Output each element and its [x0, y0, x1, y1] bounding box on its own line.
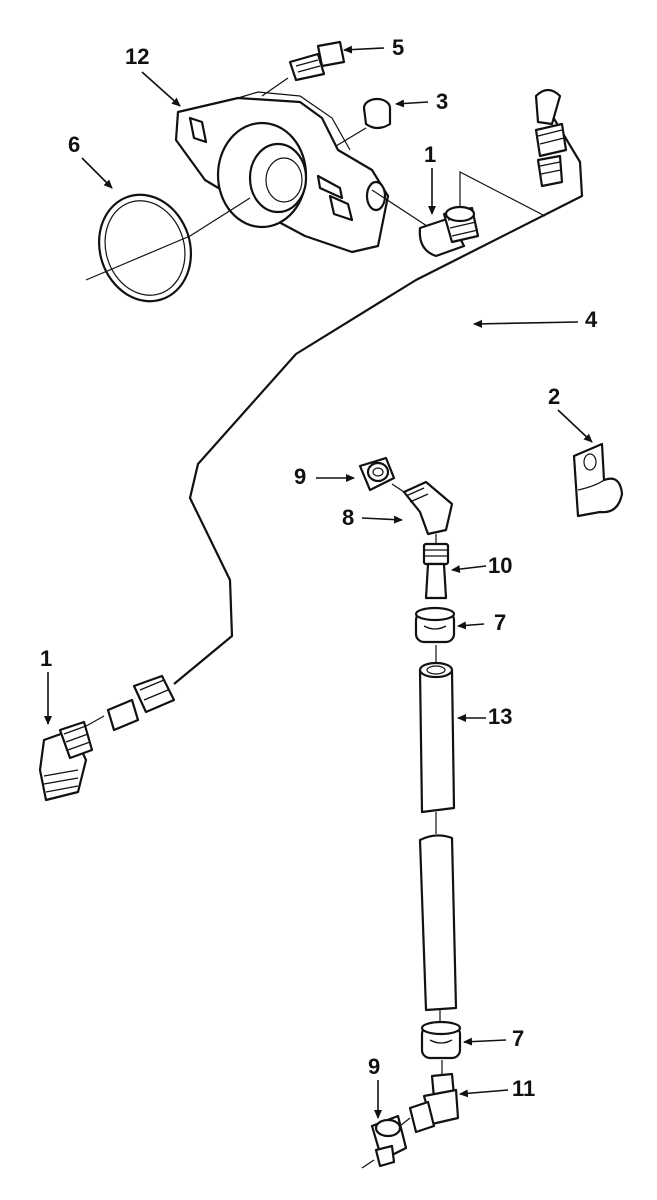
leader-7-upper: [457, 621, 485, 630]
callout-6: 6: [68, 132, 81, 157]
hose-clamp-part-7-upper: [414, 606, 456, 644]
clamp-part-2: [572, 442, 624, 518]
fuel-line-tube-part-4: [71, 88, 593, 735]
callout-11: 11: [512, 1076, 536, 1101]
callout-9-upper: 9: [294, 464, 307, 489]
hose-part-13-lower: [418, 834, 458, 1024]
leader-4: [473, 319, 579, 328]
elbow-part-8: [391, 480, 454, 536]
leader-3: [395, 99, 429, 108]
fitting-nut-part-9-upper: [358, 456, 396, 492]
leader-10: [451, 565, 487, 574]
leader-11: [459, 1089, 509, 1098]
adapter-bracket-part-12: [174, 91, 431, 254]
leader-5: [343, 45, 385, 54]
callout-13: 13: [488, 704, 513, 729]
fitting-nut-part-9-lower: [361, 1114, 408, 1169]
leader-7-lower: [463, 1037, 507, 1046]
elbow-fitting-part-1-top: [418, 171, 546, 258]
callout-1-top: 1: [424, 142, 437, 167]
callout-8: 8: [342, 505, 355, 530]
leader-arrows: [44, 45, 593, 1119]
callout-10: 10: [488, 553, 513, 578]
callout-1-left: 1: [40, 646, 53, 671]
o-ring-part-6: [85, 193, 251, 303]
barbed-fitting-part-10: [422, 534, 450, 600]
callout-7-lower: 7: [512, 1026, 525, 1051]
leader-8: [361, 515, 403, 524]
leader-12: [141, 71, 181, 107]
callout-3: 3: [436, 89, 449, 114]
callout-5: 5: [392, 35, 405, 60]
plug-part-3: [335, 97, 392, 147]
hose-part-13-upper: [418, 645, 456, 834]
callout-12: 12: [125, 44, 150, 69]
elbow-fitting-part-11: [399, 1060, 460, 1134]
callout-9-lower: 9: [368, 1054, 381, 1079]
leader-6: [81, 157, 113, 189]
callout-2: 2: [548, 384, 561, 409]
hose-clamp-part-7-lower: [420, 1020, 462, 1060]
callout-7-upper: 7: [494, 610, 507, 635]
leader-2: [557, 409, 593, 443]
callout-4: 4: [585, 307, 598, 332]
elbow-fitting-part-1-left: [38, 720, 94, 802]
bolt-part-5: [261, 40, 346, 97]
